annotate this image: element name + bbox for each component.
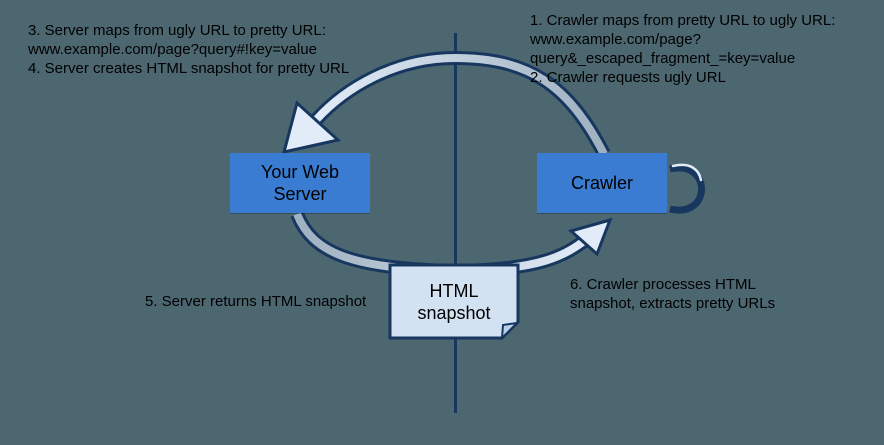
annotation-steps-1-2: 1. Crawler maps from pretty URL to ugly … <box>530 12 836 86</box>
server-to-crawler-arrowhead-icon <box>567 217 613 257</box>
annotation-steps-3-4: 3. Server maps from ugly URL to pretty U… <box>28 22 350 77</box>
crawler-to-server-arrow <box>281 50 611 158</box>
crawler-self-loop-highlight <box>671 163 703 182</box>
crawler-node-label: Crawler <box>570 173 633 193</box>
server-node: Your Web Server <box>230 153 370 213</box>
snapshot-node: HTML snapshot <box>390 265 518 338</box>
snapshot-document-icon <box>388 263 520 341</box>
snapshot-folded-corner <box>500 321 520 341</box>
annotation-step-6: 6. Crawler processes HTML snapshot, extr… <box>570 276 776 312</box>
crawler-self-loop-arrow <box>669 163 705 214</box>
crawler-to-server-arrowhead-icon <box>281 100 342 154</box>
snapshot-node-label: HTML snapshot <box>417 280 491 323</box>
crawler-node: Crawler <box>537 153 667 213</box>
server-to-crawler-arrow <box>290 211 613 279</box>
annotation-step-5: 5. Server returns HTML snapshot <box>145 293 367 310</box>
server-node-label: Your Web Server <box>260 162 340 204</box>
